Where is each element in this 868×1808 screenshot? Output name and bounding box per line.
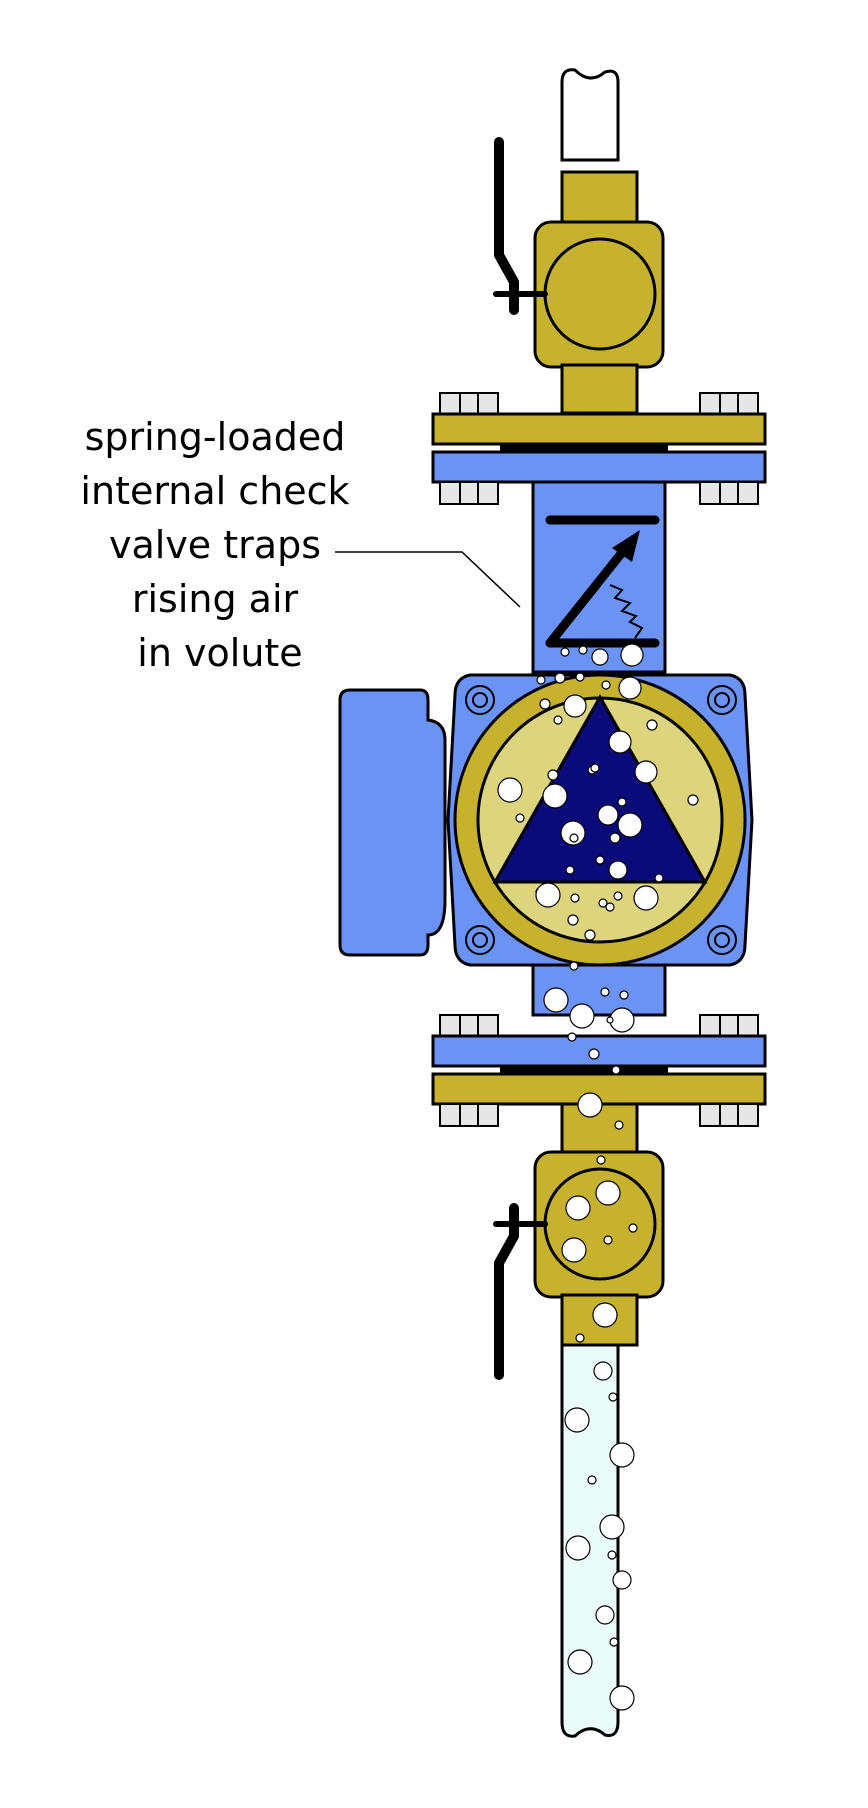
air-bubble-icon	[588, 1048, 600, 1060]
air-bubble-icon	[620, 643, 644, 667]
air-bubble-icon	[646, 719, 658, 731]
air-bubble-icon	[590, 763, 600, 773]
air-bubble-icon	[608, 730, 632, 754]
air-bubble-icon	[595, 1605, 615, 1625]
air-bubble-icon	[565, 1195, 591, 1221]
air-bubble-icon	[567, 914, 579, 926]
air-bubble-icon	[569, 961, 579, 971]
air-bubble-icon	[575, 1333, 585, 1343]
air-bubble-icon	[654, 873, 664, 883]
air-bubble-icon	[605, 902, 615, 912]
annotation-line-4: rising air	[132, 577, 299, 621]
air-bubble-icon	[497, 777, 523, 803]
air-bubble-icon	[617, 797, 627, 807]
air-bubble-icon	[554, 672, 566, 684]
air-bubble-icon	[595, 1180, 621, 1206]
bottom-pipe	[560, 1343, 620, 1738]
air-bubble-icon	[599, 1514, 625, 1540]
annotation-line-3: valve traps	[109, 523, 321, 567]
air-bubble-icon	[561, 1237, 587, 1263]
air-bubble-icon	[609, 832, 621, 844]
air-bubble-icon	[584, 929, 596, 941]
air-bubble-icon	[569, 1003, 595, 1029]
top-pipe	[560, 68, 620, 162]
air-bubble-icon	[567, 1649, 593, 1675]
air-bubble-icon	[539, 698, 551, 710]
annotation-line-1: spring-loaded	[85, 415, 346, 459]
air-bubble-icon	[595, 855, 605, 865]
air-bubble-icon	[614, 1120, 624, 1130]
air-bubble-icon	[618, 676, 642, 700]
ball-valve-handle-icon	[493, 1203, 548, 1380]
air-bubble-icon	[569, 833, 579, 843]
air-bubble-icon	[547, 769, 559, 781]
annotation-line-5: in volute	[137, 631, 302, 675]
air-bubble-icon	[611, 1065, 621, 1075]
air-bubble-icon	[570, 893, 580, 903]
annotation-line-2: internal check	[80, 469, 349, 513]
air-bubble-icon	[608, 1392, 618, 1402]
air-bubble-icon	[560, 647, 570, 657]
top-ball-valve	[493, 137, 665, 415]
air-bubble-icon	[597, 804, 619, 826]
air-bubble-icon	[567, 1032, 577, 1042]
air-bubble-icon	[607, 1550, 617, 1560]
air-bubble-icon	[609, 1637, 619, 1647]
air-bubble-icon	[592, 1302, 618, 1328]
air-bubble-icon	[600, 987, 610, 997]
air-bubble-icon	[633, 885, 659, 911]
air-bubble-icon	[596, 1155, 606, 1165]
air-bubble-icon	[634, 760, 658, 784]
air-bubble-icon	[591, 648, 609, 666]
air-bubble-icon	[575, 672, 585, 682]
air-bubble-icon	[587, 1475, 597, 1485]
air-bubble-icon	[609, 1685, 635, 1711]
air-bubbles	[497, 643, 699, 1711]
air-bubble-icon	[515, 813, 525, 823]
air-bubble-icon	[612, 1570, 632, 1590]
air-bubble-icon	[609, 1442, 635, 1468]
air-bubble-icon	[687, 794, 699, 806]
air-bubble-icon	[563, 694, 587, 718]
air-bubble-icon	[543, 987, 569, 1013]
air-bubble-icon	[577, 1092, 603, 1118]
air-bubble-icon	[601, 680, 611, 690]
air-bubble-icon	[619, 990, 629, 1000]
air-bubble-icon	[560, 820, 586, 846]
air-bubble-icon	[542, 783, 568, 809]
air-bubble-icon	[565, 1535, 591, 1561]
air-bubble-icon	[565, 865, 575, 875]
annotation-leader-line	[335, 551, 521, 608]
air-bubble-icon	[536, 675, 546, 685]
air-bubble-icon	[617, 812, 643, 838]
pump-motor-housing	[338, 688, 447, 957]
air-bubble-icon	[628, 1223, 638, 1233]
air-bubble-icon	[553, 715, 563, 725]
air-bubble-icon	[603, 1235, 613, 1245]
air-bubble-icon	[564, 1407, 590, 1433]
air-bubble-icon	[593, 1361, 613, 1381]
annotation-label: spring-loaded internal check valve traps…	[80, 415, 349, 675]
air-bubble-icon	[578, 645, 588, 655]
air-bubble-icon	[608, 860, 628, 880]
check-valve-housing	[531, 480, 667, 674]
air-bubble-icon	[535, 882, 561, 908]
air-bubble-icon	[613, 891, 623, 901]
ball-valve-handle-icon	[493, 137, 548, 315]
check-valve-symbol-icon	[545, 515, 660, 648]
air-bubble-icon	[598, 898, 608, 908]
top-flange	[431, 392, 767, 505]
air-bubble-icon	[606, 1016, 614, 1024]
